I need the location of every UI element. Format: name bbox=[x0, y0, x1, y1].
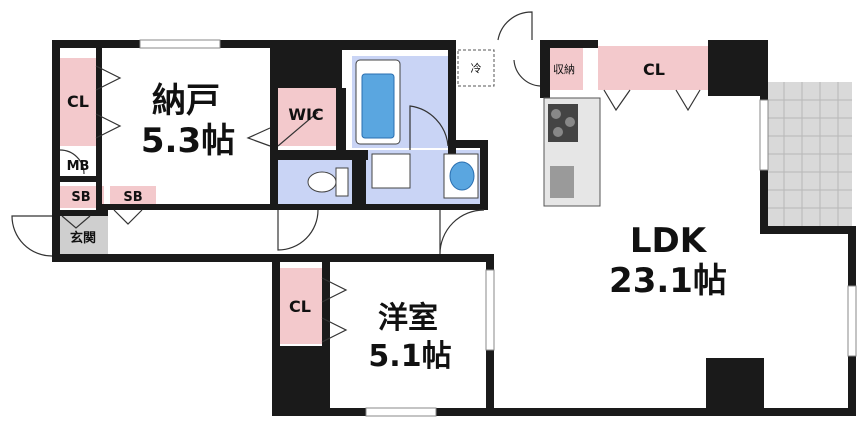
shoe-box-2 bbox=[110, 186, 156, 208]
ldk-name: LDK bbox=[630, 221, 708, 261]
wic-label: WIC bbox=[288, 105, 323, 124]
western-room-size: 5.1帖 bbox=[368, 339, 451, 374]
shoe-box-1 bbox=[58, 186, 104, 208]
washer-pan bbox=[371, 153, 411, 189]
bathtub-inner bbox=[361, 73, 395, 139]
doors bbox=[11, 11, 701, 343]
entrance-floor bbox=[58, 216, 108, 260]
storage-room-name: 納戸 bbox=[152, 81, 220, 121]
western-room-name: 洋室 bbox=[378, 301, 438, 336]
closet-kitchen-label: CL bbox=[643, 60, 665, 79]
toilet-bowl bbox=[307, 171, 337, 193]
closet-kitchen bbox=[598, 46, 708, 90]
fridge-space bbox=[457, 49, 495, 87]
toilet-tank bbox=[335, 167, 349, 197]
closet-western bbox=[280, 268, 322, 344]
fridge-label: 冷 bbox=[471, 62, 482, 75]
storage-kitchen bbox=[545, 46, 583, 90]
closet-storage bbox=[60, 58, 96, 146]
entrance-label: 玄関 bbox=[70, 230, 96, 246]
shuno-label: 収納 bbox=[553, 63, 575, 76]
closet-western-label: CL bbox=[289, 297, 311, 316]
mb-label: MB bbox=[67, 159, 90, 174]
kitchen-counter bbox=[543, 97, 601, 207]
ldk-size: 23.1帖 bbox=[609, 261, 727, 301]
basin-bowl bbox=[449, 161, 475, 191]
sb-label-1: SB bbox=[71, 190, 90, 205]
storage-room-size: 5.3帖 bbox=[141, 121, 235, 161]
sb-label-2: SB bbox=[123, 190, 142, 205]
balcony bbox=[766, 82, 852, 230]
wic-area bbox=[278, 86, 336, 146]
windows bbox=[139, 39, 857, 417]
closet-storage-label: CL bbox=[67, 92, 89, 111]
